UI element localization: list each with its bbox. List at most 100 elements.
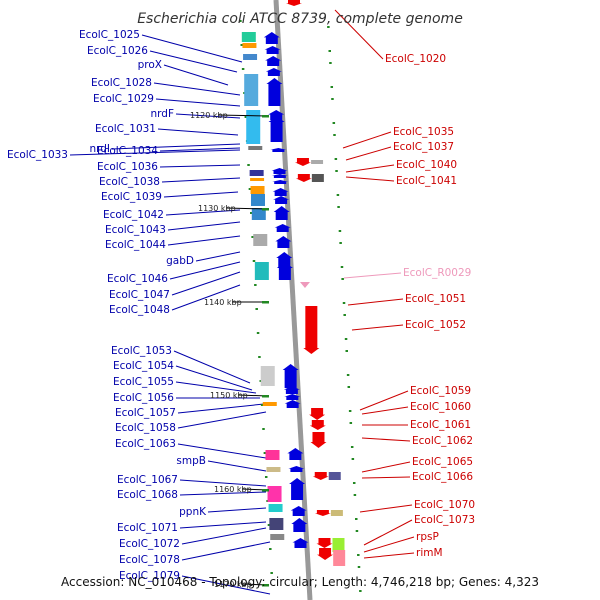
forward-gene-arrow[interactable]	[264, 46, 281, 54]
reverse-gene-arrow[interactable]	[295, 174, 312, 182]
gene-label-right[interactable]: rimM	[416, 547, 443, 559]
forward-gene-arrow[interactable]	[289, 478, 306, 500]
feature-block[interactable]	[330, 510, 343, 516]
forward-gene-arrow[interactable]	[273, 196, 290, 204]
feature-block[interactable]	[311, 174, 324, 182]
forward-gene-arrow[interactable]	[263, 32, 280, 44]
gene-label-left[interactable]: EcolC_1026	[87, 45, 148, 57]
gene-label-left[interactable]: EcolC_1048	[109, 304, 170, 316]
reverse-gene-arrow[interactable]	[312, 472, 329, 480]
gene-label-left[interactable]: EcolC_1047	[109, 289, 170, 301]
forward-gene-arrow[interactable]	[288, 466, 305, 472]
feature-block[interactable]	[269, 518, 284, 530]
gene-label-right[interactable]: EcolC_1051	[405, 293, 466, 305]
forward-gene-arrow[interactable]	[283, 386, 300, 394]
feature-block[interactable]	[267, 486, 282, 502]
feature-block[interactable]	[311, 160, 324, 164]
feature-block[interactable]	[250, 194, 265, 206]
gene-label-right[interactable]: EcolC_1073	[414, 514, 475, 526]
gene-label-left[interactable]: EcolC_1046	[107, 273, 168, 285]
feature-block[interactable]	[333, 550, 346, 566]
forward-gene-arrow[interactable]	[287, 448, 304, 460]
gene-label-left[interactable]: EcolC_1057	[115, 407, 176, 419]
gene-label-left[interactable]: EcolC_1043	[105, 224, 166, 236]
feature-block[interactable]	[251, 208, 266, 220]
forward-gene-arrow[interactable]	[292, 538, 309, 548]
forward-gene-arrow[interactable]	[266, 78, 283, 106]
gene-label-right[interactable]: EcolC_1066	[412, 471, 473, 483]
gene-label-left[interactable]: EcolC_1078	[119, 554, 180, 566]
reverse-gene-arrow[interactable]	[286, 0, 302, 6]
gene-label-left[interactable]: EcolC_1072	[119, 538, 180, 550]
reverse-gene-arrow[interactable]	[294, 158, 311, 166]
gene-label-right[interactable]: EcolC_1065	[412, 456, 473, 468]
gene-label-left[interactable]: smpB	[176, 455, 206, 467]
feature-block[interactable]	[265, 450, 280, 460]
gene-label-left[interactable]: EcolC_1031	[95, 123, 156, 135]
feature-block[interactable]	[328, 472, 341, 480]
gene-label-left[interactable]: EcolC_1079	[119, 570, 180, 582]
gene-label-left[interactable]: ppnK	[179, 506, 207, 518]
gene-label-left[interactable]: EcolC_1028	[91, 77, 152, 89]
forward-gene-arrow[interactable]	[268, 110, 285, 120]
gene-label-left[interactable]: EcolC_1033	[7, 149, 68, 161]
gene-label-left[interactable]: EcolC_1068	[117, 489, 178, 501]
feature-block[interactable]	[254, 262, 269, 280]
feature-block[interactable]	[268, 504, 283, 512]
gene-label-left[interactable]: EcolC_1067	[117, 474, 178, 486]
reverse-gene-arrow[interactable]	[317, 548, 334, 560]
gene-label-right[interactable]: EcolC_1059	[410, 385, 471, 397]
gene-label-left[interactable]: EcolC_1042	[103, 209, 164, 221]
feature-block[interactable]	[246, 110, 261, 144]
gene-label-right[interactable]: EcolC_1020	[385, 53, 446, 65]
feature-block[interactable]	[249, 170, 264, 176]
feature-block[interactable]	[262, 402, 277, 406]
forward-gene-arrow[interactable]	[270, 148, 287, 152]
gene-label-left[interactable]: gabD	[166, 255, 194, 267]
gene-label-left[interactable]: EcolC_1044	[105, 239, 166, 251]
gene-label-left[interactable]: EcolC_1029	[93, 93, 154, 105]
gene-label-right[interactable]: EcolC_1041	[396, 175, 457, 187]
forward-gene-arrow[interactable]	[265, 68, 282, 76]
gene-label-left[interactable]: nrdI	[89, 143, 110, 155]
feature-block[interactable]	[250, 186, 265, 194]
reverse-gene-arrow[interactable]	[310, 432, 327, 448]
gene-label-left[interactable]: EcolC_1071	[117, 522, 178, 534]
feature-block[interactable]	[260, 366, 275, 386]
feature-block[interactable]	[250, 178, 265, 181]
forward-gene-arrow[interactable]	[265, 56, 282, 66]
gene-label-left[interactable]: EcolC_1058	[115, 422, 176, 434]
forward-gene-arrow[interactable]	[273, 206, 290, 220]
forward-gene-arrow[interactable]	[274, 224, 291, 232]
feature-block[interactable]	[332, 538, 345, 552]
gene-label-right[interactable]: EcolC_1070	[414, 499, 475, 511]
gene-label-left[interactable]: EcolC_1063	[115, 438, 176, 450]
feature-block[interactable]	[243, 54, 258, 60]
forward-gene-arrow[interactable]	[284, 400, 301, 408]
feature-block[interactable]	[266, 467, 281, 472]
gene-label-right[interactable]: EcolC_1061	[410, 419, 471, 431]
gene-label-left[interactable]: nrdF	[151, 108, 175, 120]
forward-gene-arrow[interactable]	[271, 174, 288, 178]
gene-label-right[interactable]: EcolC_1060	[410, 401, 471, 413]
reverse-gene-arrow[interactable]	[303, 306, 320, 354]
feature-block[interactable]	[270, 534, 285, 540]
reverse-gene-arrow[interactable]	[309, 408, 326, 420]
forward-gene-arrow[interactable]	[282, 364, 299, 388]
gene-label-right[interactable]: rpsP	[416, 531, 439, 543]
gene-label-left[interactable]: EcolC_1039	[101, 191, 162, 203]
gene-label-left[interactable]: EcolC_1034	[97, 145, 158, 157]
reverse-gene-arrow[interactable]	[316, 538, 333, 548]
gene-label-right[interactable]: EcolC_1062	[412, 435, 473, 447]
forward-gene-arrow[interactable]	[276, 252, 293, 268]
gene-label-right[interactable]: EcolC_R0029	[403, 267, 471, 279]
forward-gene-arrow[interactable]	[271, 168, 288, 174]
rna-gene-marker[interactable]	[299, 282, 310, 288]
gene-label-left[interactable]: EcolC_1053	[111, 345, 172, 357]
gene-label-left[interactable]: EcolC_1025	[79, 29, 140, 41]
reverse-gene-arrow[interactable]	[314, 510, 331, 516]
feature-block[interactable]	[253, 234, 268, 246]
feature-block[interactable]	[242, 43, 257, 48]
feature-block[interactable]	[248, 146, 263, 150]
gene-label-right[interactable]: EcolC_1037	[393, 141, 454, 153]
